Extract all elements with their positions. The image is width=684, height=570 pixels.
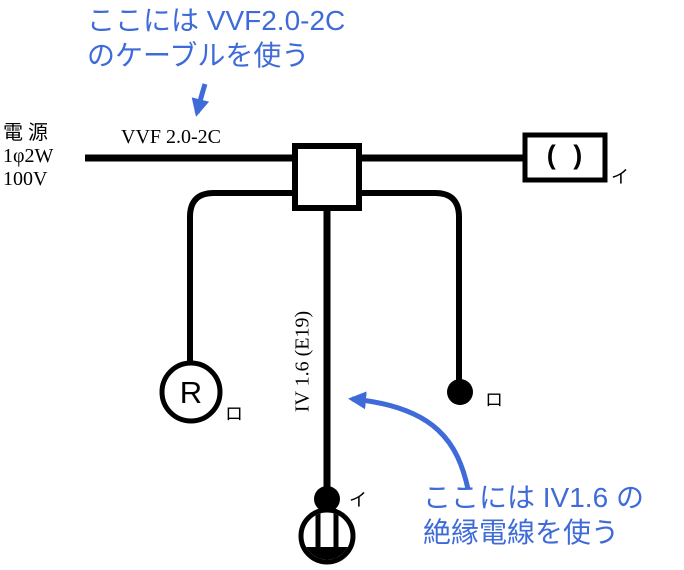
annotation-top-line1: ここには VVF2.0-2C [87, 5, 346, 36]
switch-dot-right [447, 379, 473, 405]
fixture-box-kana-label: イ [611, 167, 629, 187]
junction-box-symbol [292, 143, 362, 211]
relay-circle-symbol [159, 360, 223, 424]
annotation-top: ここには VVF2.0-2C のケーブルを使う [87, 3, 345, 73]
power-source-line1: 電 源 [3, 122, 48, 144]
outlet-symbol [298, 507, 356, 565]
cable-type-label: VVF 2.0-2C [121, 126, 222, 148]
fixture-box-glyph: ( ) [546, 140, 588, 170]
annotation-bottom-line2: 絶縁電線を使う [423, 517, 620, 548]
power-source-label: 電 源 1φ2W 100V [3, 122, 53, 191]
power-source-line3: 100V [3, 168, 48, 190]
branch-wire-right [358, 190, 462, 381]
switch-dot-bottom [314, 486, 340, 512]
relay-kana-label: ロ [225, 404, 243, 424]
switch-bottom-kana-label: イ [349, 490, 367, 510]
annotation-bottom-line1: ここには IV1.6 の [423, 482, 644, 513]
fixture-box-symbol [522, 132, 608, 183]
annotation-top-line2: のケーブルを使う [87, 40, 310, 71]
callout-arrow-bottom [348, 391, 471, 490]
branch-wires [187, 190, 462, 492]
annotation-bottom: ここには IV1.6 の 絶縁電線を使う [423, 480, 644, 550]
switch-right-kana-label: ロ [485, 390, 503, 410]
branch-wire-left [187, 190, 296, 363]
relay-glyph: R [179, 375, 203, 410]
power-source-line2: 1φ2W [3, 145, 54, 167]
insulated-wire-label: IV 1.6 (E19) [291, 310, 314, 413]
callout-arrow-top [191, 83, 210, 117]
